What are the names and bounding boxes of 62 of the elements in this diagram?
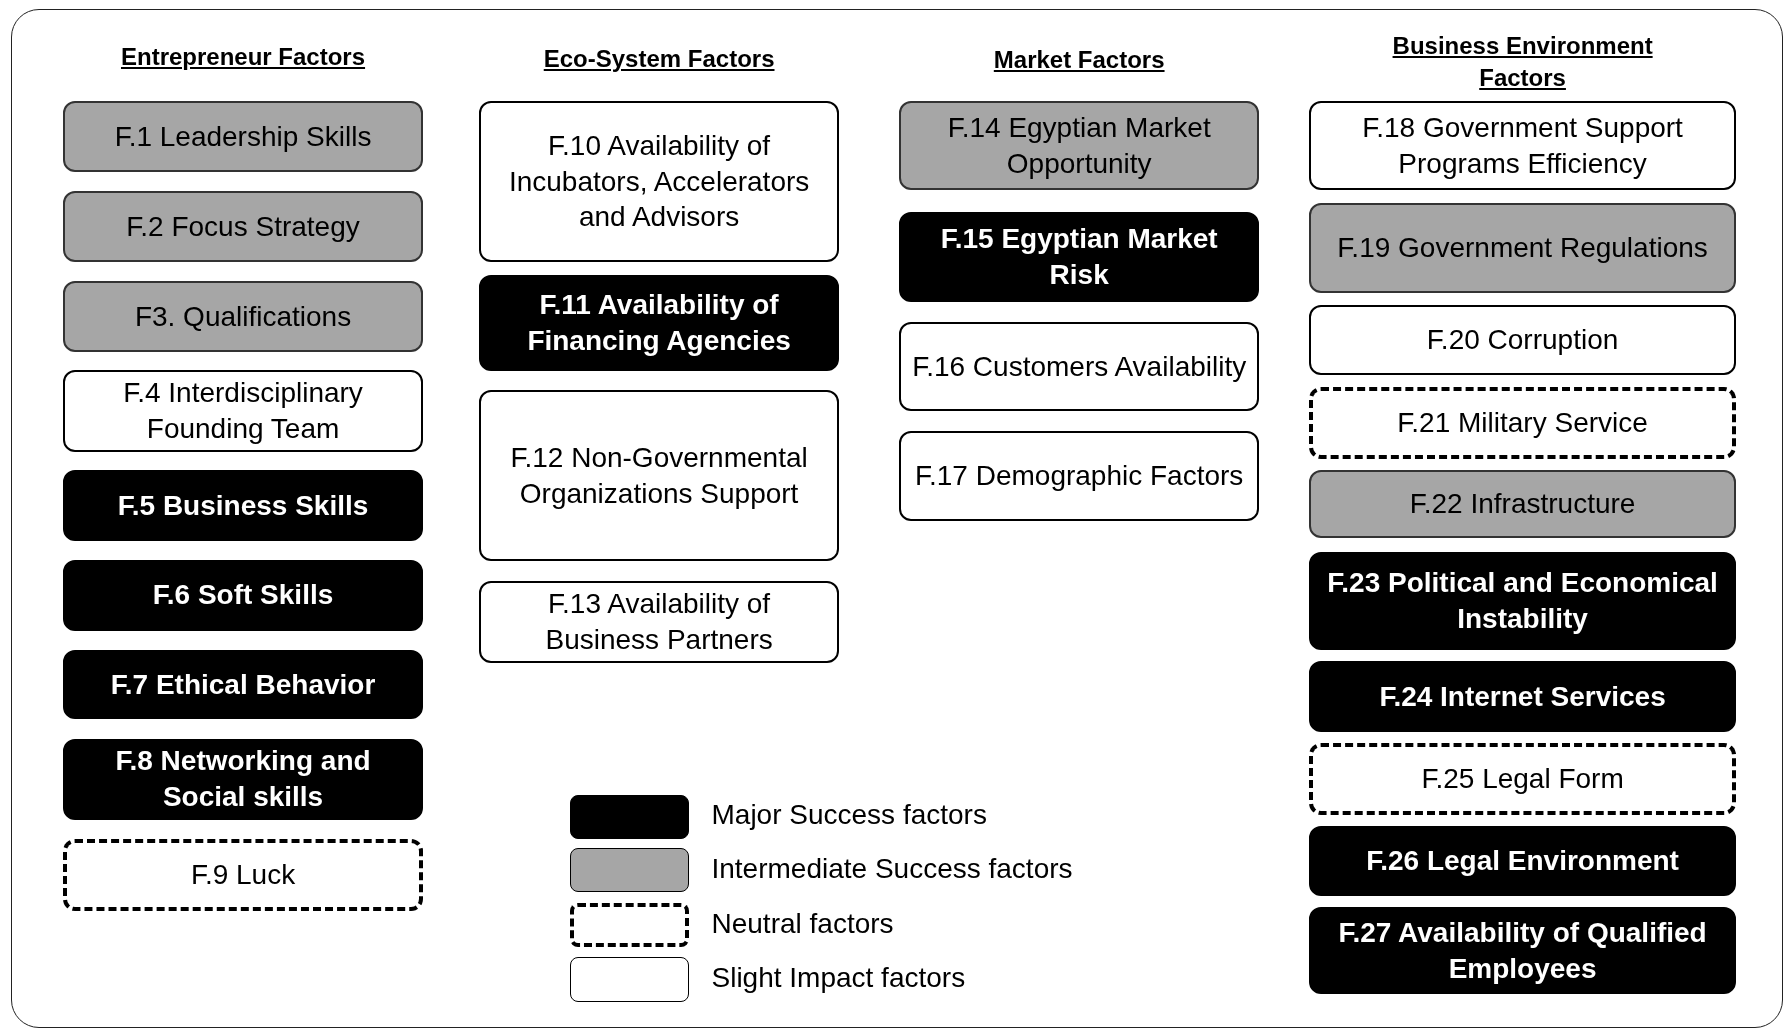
- factor-label: F.9 Luck: [190, 857, 296, 892]
- major-factor-box: [1309, 826, 1737, 896]
- factor-label: F.19 Government Regulations: [1337, 230, 1708, 265]
- intermediate-factor-box: [62, 191, 424, 262]
- major-factor-box: [899, 211, 1260, 302]
- factor-label: F.14 Egyptian Market Opportunity: [946, 110, 1212, 181]
- column-heading: Market Factors: [992, 45, 1166, 76]
- factor-label: F.27 Availability of Qualified Employees: [1337, 915, 1708, 986]
- factor-label: F.7 Ethical Behavior: [110, 667, 376, 702]
- factor-label: F.13 Availability of Business Partners: [544, 586, 774, 657]
- factor-label: F.25 Legal Form: [1421, 762, 1624, 797]
- factor-label: F.18 Government Support Programs Efficiency: [1361, 110, 1684, 181]
- slight-factor-box: [479, 101, 839, 262]
- major-factor-box: [1309, 552, 1737, 650]
- factor-label: F.17 Demographic Factors: [915, 459, 1244, 494]
- slight-factor-box: [899, 431, 1260, 522]
- major-factor-box: [62, 470, 424, 541]
- factor-label: F.22 Infrastructure: [1409, 487, 1636, 522]
- factor-label: F.10 Availability of Incubators, Accelerators and Advisors: [507, 128, 811, 235]
- factor-label: F.11 Availability of Financing Agencies: [526, 288, 792, 359]
- neutral-factor-box: [1309, 387, 1737, 459]
- major-factor-box: [62, 738, 424, 820]
- slight-factor-box: [899, 322, 1260, 411]
- major-factor-box: [62, 650, 424, 720]
- factor-label: F.6 Soft Skills: [152, 578, 334, 613]
- major-factor-box: [62, 560, 424, 631]
- legend-label: Major Success factors: [711, 801, 987, 830]
- legend-label: Slight Impact factors: [711, 964, 966, 993]
- slight-factor-box: [479, 580, 839, 663]
- column-heading: Eco-System Factors: [542, 44, 776, 75]
- major-factor-box: [1309, 661, 1737, 732]
- legend-label: Neutral factors: [711, 909, 894, 938]
- intermediate-factor-box: [62, 281, 424, 352]
- factor-label: F.12 Non-Governmental Organizations Support: [509, 441, 809, 511]
- factor-label: F.15 Egyptian Market Risk: [939, 221, 1219, 292]
- factor-label: F.5 Business Skills: [117, 488, 369, 523]
- slight-factor-box: [1309, 101, 1737, 191]
- factor-label: F.1 Leadership Skills: [114, 119, 372, 154]
- neutral-factor-box: [1309, 743, 1737, 816]
- column-heading: Entrepreneur Factors: [120, 41, 367, 72]
- major-factor-box: [1309, 907, 1737, 994]
- intermediate-factor-box: [1309, 470, 1737, 539]
- intermediate-factor-box: [899, 101, 1260, 191]
- slight-factor-box: [1309, 305, 1737, 375]
- factor-label: F3. Qualifications: [134, 299, 352, 334]
- major-factor-box: [479, 275, 839, 372]
- neutral-factor-box: [62, 839, 424, 911]
- factor-label: F.2 Focus Strategy: [126, 209, 360, 244]
- factor-label: F.21 Military Service: [1397, 406, 1648, 440]
- factor-label: F.20 Corruption: [1426, 322, 1619, 357]
- factor-label: F.26 Legal Environment: [1366, 844, 1679, 879]
- factor-label: F.24 Internet Services: [1379, 679, 1666, 714]
- factor-label: F.16 Customers Availability: [912, 349, 1247, 384]
- factor-label: F.23 Political and Economical Instability: [1326, 566, 1719, 637]
- intermediate-factor-box: [1309, 202, 1737, 293]
- slight-factor-box: [479, 390, 839, 562]
- column-heading: Business Environment Factors: [1391, 30, 1654, 93]
- slight-factor-box: [62, 369, 424, 452]
- factor-label: F.4 Interdisciplinary Founding Team: [122, 376, 364, 446]
- legend-label: Intermediate Success factors: [711, 854, 1073, 883]
- factor-label: F.8 Networking and Social skills: [114, 744, 372, 815]
- intermediate-factor-box: [62, 101, 424, 172]
